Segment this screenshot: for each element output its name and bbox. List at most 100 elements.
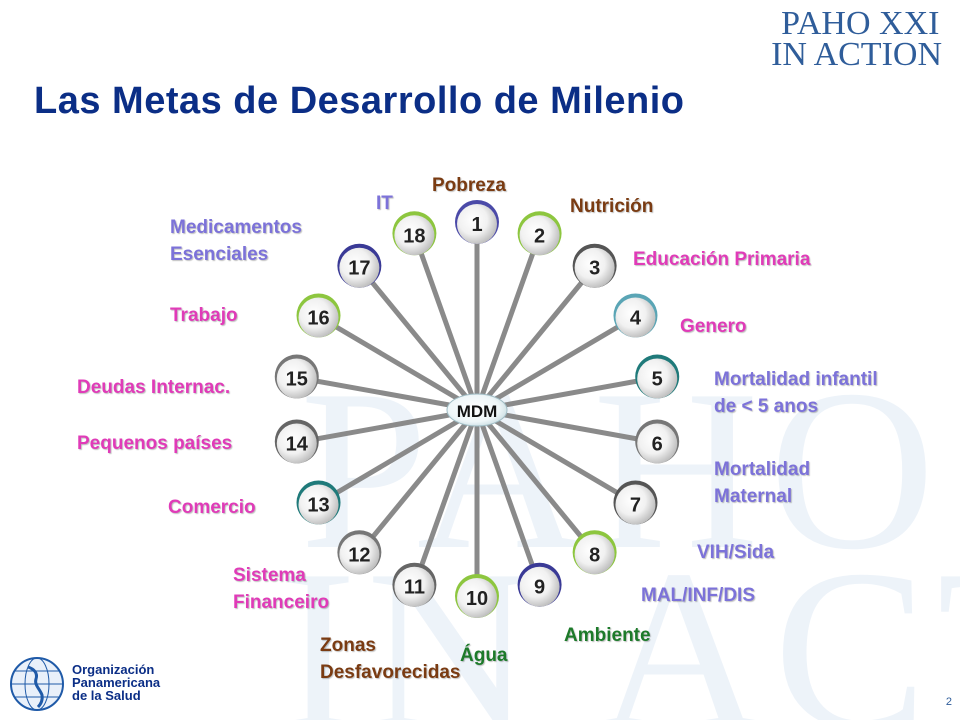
node-ball-8 [574, 534, 615, 575]
org-name-line-1: Organización [72, 662, 155, 677]
org-name: Organización Panamericana de la Salud [72, 663, 160, 702]
label-medicamentos-line-2: Esenciales [170, 244, 269, 265]
label-sistema-line-2: Financeiro [233, 592, 330, 613]
spoke-12 [357, 408, 479, 555]
hub-circle [446, 393, 508, 427]
spoke-9 [474, 409, 542, 587]
label-vih-sida: VIH/Sida [697, 542, 775, 563]
node-ball-4 [615, 297, 656, 338]
node-ball-12 [339, 534, 380, 575]
label-zonas-line-2: Desfavorecidas [320, 662, 461, 683]
label-pobreza: Pobreza [432, 175, 506, 196]
paho-logo-line-1: PAHO XXI [781, 5, 940, 42]
node-number-16: 16 [307, 308, 329, 330]
label-medicamentos-esenciales: Medicamentos Esenciales [170, 214, 302, 268]
label-it: IT [376, 193, 393, 214]
org-name-line-2: Panamericana [72, 675, 161, 690]
node-number-3: 3 [589, 258, 600, 280]
node-1: 1 [455, 200, 499, 244]
node-6: 6 [635, 419, 680, 464]
node-10: 10 [455, 574, 499, 618]
node-number-1: 1 [471, 214, 482, 236]
node-number-10: 10 [466, 588, 488, 610]
node-ball-3 [574, 247, 615, 288]
node-17: 17 [337, 243, 382, 288]
label-genero: Genero [680, 316, 747, 337]
node-8: 8 [572, 530, 617, 575]
spokes [296, 223, 658, 597]
label-trabajo: Trabajo [170, 305, 238, 326]
node-15: 15 [274, 354, 319, 399]
node-4: 4 [613, 293, 658, 338]
node-16: 16 [296, 293, 341, 338]
node-ball-18 [394, 215, 435, 256]
node-number-17: 17 [348, 258, 370, 280]
node-number-13: 13 [307, 495, 329, 517]
spoke-11 [412, 409, 480, 587]
node-ball-11 [394, 566, 435, 607]
label-nutricion: Nutrición [570, 196, 654, 217]
spoke-4 [475, 314, 637, 413]
node-number-12: 12 [348, 544, 370, 566]
node-5: 5 [635, 354, 680, 399]
label-sistema-financeiro: Sistema Financeiro [233, 562, 329, 616]
node-14: 14 [274, 419, 319, 464]
hub-label: MDM [457, 402, 498, 421]
node-ball-6 [637, 423, 678, 464]
watermark: PAHO XXI IN ACTION [280, 355, 960, 720]
label-zonas-desfavorecidas: Zonas Desfavorecidas [320, 632, 460, 686]
hub: MDM [446, 393, 508, 427]
page-number: 2 [945, 696, 952, 708]
node-3: 3 [572, 243, 617, 288]
node-number-8: 8 [589, 544, 600, 566]
spoke-13 [317, 407, 479, 506]
spoke-8 [475, 408, 597, 555]
node-number-18: 18 [403, 225, 425, 247]
node-number-2: 2 [534, 225, 545, 247]
node-18: 18 [392, 211, 437, 256]
spoke-15 [296, 375, 478, 413]
node-number-7: 7 [630, 495, 641, 517]
label-mal-inf-dis: MAL/INF/DIS [641, 585, 755, 606]
node-number-4: 4 [630, 308, 642, 330]
label-sistema-line-1: Sistema [233, 565, 306, 586]
paho-logo: PAHO XXI IN ACTION [771, 5, 942, 73]
label-educacion-primaria: Educación Primaria [633, 249, 811, 270]
node-ball-1 [457, 204, 497, 244]
spoke-6 [476, 407, 658, 445]
label-medicamentos-line-1: Medicamentos [170, 217, 302, 238]
watermark-line-2: IN ACTION [280, 522, 960, 720]
node-ball-17 [339, 247, 380, 288]
spoke-14 [296, 407, 478, 445]
spoke-17 [357, 265, 479, 412]
node-ball-10 [457, 578, 497, 618]
opas-logo: Organización Panamericana de la Salud [8, 655, 258, 715]
node-number-14: 14 [286, 433, 309, 455]
spoke-18 [412, 233, 480, 411]
node-11: 11 [392, 562, 437, 607]
node-number-15: 15 [286, 369, 308, 391]
label-mortalidad-maternal-line-2: Maternal [714, 486, 793, 507]
node-ball-14 [276, 423, 317, 464]
node-ball-15 [276, 358, 317, 399]
node-ball-13 [298, 484, 339, 525]
label-mortalidad-infantil-line-1: Mortalidad infantil [714, 369, 878, 390]
label-comercio: Comercio [168, 497, 256, 518]
label-mortalidad-infantil: Mortalidad infantil de < 5 anos [714, 366, 878, 420]
label-ambiente: Ambiente [564, 625, 651, 646]
paho-logo-line-2: IN ACTION [771, 36, 942, 73]
node-ball-5 [637, 358, 678, 399]
label-zonas-line-1: Zonas [320, 635, 376, 656]
node-ball-16 [298, 297, 339, 338]
node-ball-2 [519, 215, 560, 256]
label-deudas-internac: Deudas Internac. [77, 377, 231, 398]
spoke-7 [475, 407, 637, 506]
node-ball-7 [615, 484, 656, 525]
node-number-6: 6 [652, 433, 663, 455]
page-title: Las Metas de Desarrollo de Milenio [34, 80, 685, 122]
node-ball-9 [519, 566, 560, 607]
spoke-16 [317, 314, 479, 413]
spoke-3 [475, 265, 597, 412]
